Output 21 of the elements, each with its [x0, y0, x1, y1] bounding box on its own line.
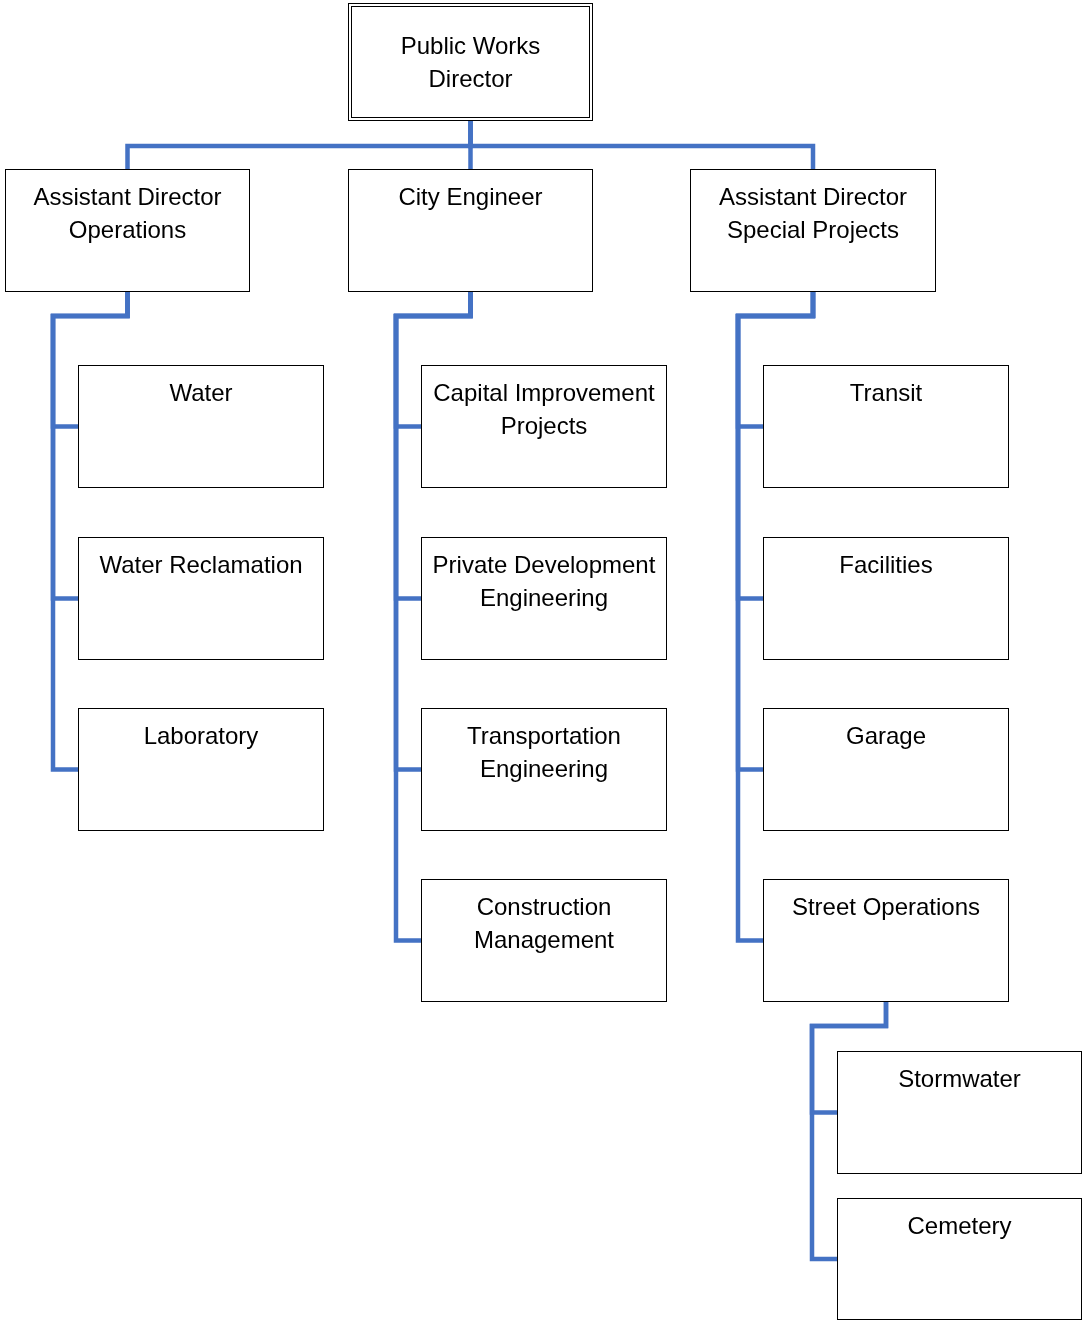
org-box: Capital Improvement Projects: [421, 365, 667, 488]
org-box: Water: [78, 365, 324, 488]
org-box: Assistant Director Special Projects: [690, 169, 936, 292]
org-box: Water Reclamation: [78, 537, 324, 660]
director-box: Public Works Director: [348, 3, 593, 121]
org-box: Assistant Director Operations: [5, 169, 250, 292]
org-box: Transportation Engineering: [421, 708, 667, 831]
org-box: Laboratory: [78, 708, 324, 831]
org-box: City Engineer: [348, 169, 593, 292]
org-box: Facilities: [763, 537, 1009, 660]
org-box: Stormwater: [837, 1051, 1082, 1174]
org-box: Private Development Engineering: [421, 537, 667, 660]
org-box: Street Operations: [763, 879, 1009, 1002]
org-box: Garage: [763, 708, 1009, 831]
org-box: Cemetery: [837, 1198, 1082, 1320]
org-box: Transit: [763, 365, 1009, 488]
connector-line: [735, 292, 816, 943]
connector-line: [468, 121, 816, 169]
connector-line: [50, 292, 130, 772]
org-box: Construction Management: [421, 879, 667, 1002]
connector-line: [809, 1002, 889, 1262]
